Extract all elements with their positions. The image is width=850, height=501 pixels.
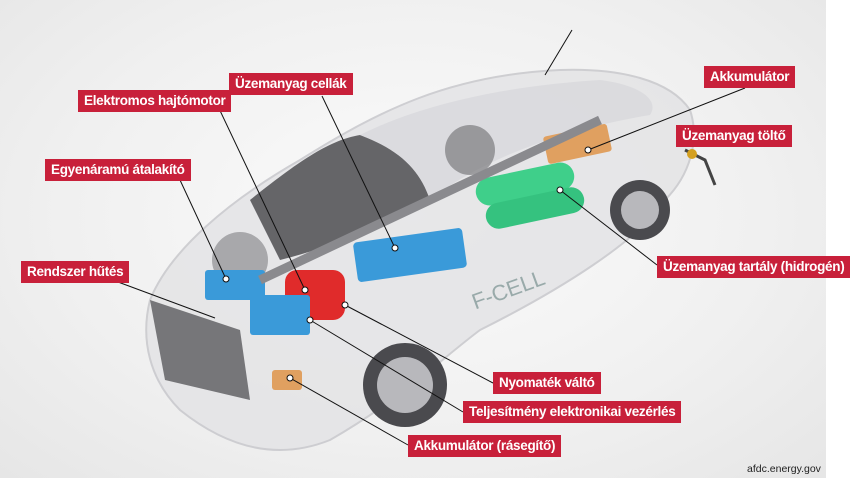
hydrogen-tank-1 — [475, 162, 575, 206]
hydrogen-tank-2 — [485, 187, 585, 229]
source-credit: afdc.energy.gov — [747, 463, 821, 475]
label-electric-motor: Elektromos hajtómotor — [78, 90, 232, 112]
label-battery: Akkumulátor — [704, 66, 796, 88]
aux-battery — [272, 370, 302, 390]
label-transmission: Nyomaték váltó — [493, 372, 601, 394]
leader-lines — [117, 29, 746, 446]
label-fuel-filler: Üzemanyag töltő — [676, 125, 792, 147]
label-cooling: Rendszer hűtés — [21, 261, 130, 283]
label-dc-converter: Egyenáramú átalakító — [45, 159, 191, 181]
power-electronics — [250, 295, 310, 335]
dc-converter — [205, 270, 265, 300]
front-grille — [150, 300, 250, 400]
frame-rail — [258, 115, 602, 285]
fuel-cell-stack — [353, 228, 467, 282]
label-aux-battery: Akkumulátor (rásegítő) — [408, 435, 562, 457]
windshield — [250, 135, 430, 260]
label-fuel-tank: Üzemanyag tartály (hidrogén) — [657, 256, 850, 278]
roof — [360, 80, 653, 200]
label-fuel-cells: Üzemanyag cellák — [229, 73, 353, 95]
label-power-electronics: Teljesítmény elektronikai vezérlés — [463, 401, 682, 423]
